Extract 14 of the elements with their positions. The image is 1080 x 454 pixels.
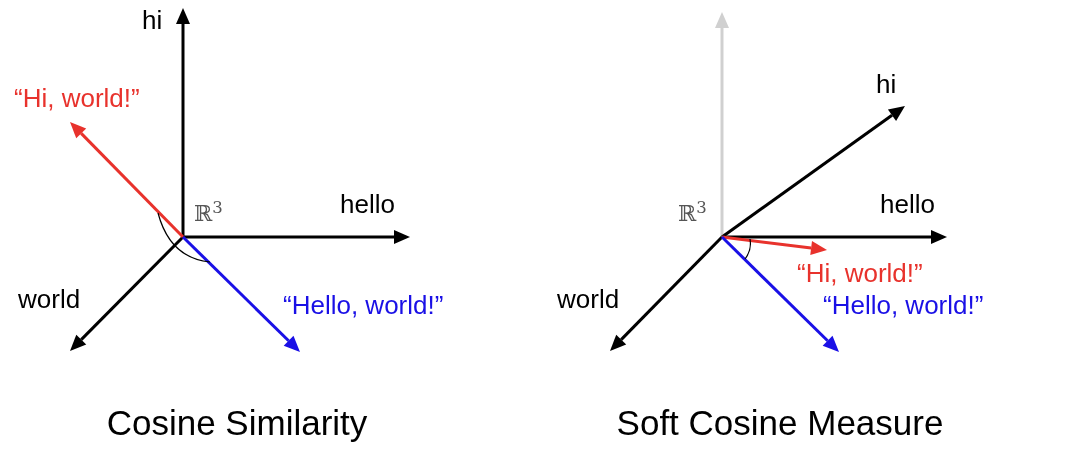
caption-text: Soft Cosine Measure <box>616 402 944 444</box>
vector-label: hello <box>880 188 935 221</box>
space-label: ℝ$^{3}$ <box>678 200 707 228</box>
vector-label: world <box>557 283 620 316</box>
vector-label: hi <box>876 68 897 101</box>
caption-text: Cosine Similarity <box>106 402 368 444</box>
space-label: ℝ$^{3}$ <box>194 200 223 228</box>
vector-label: “Hello, world!” <box>283 289 444 322</box>
vector-label: hi <box>142 4 163 37</box>
vector-label: “Hi, world!” <box>797 257 923 290</box>
vector-label: world <box>18 283 81 316</box>
vector-label: hello <box>340 188 395 221</box>
vector-label: “Hi, world!” <box>14 82 140 115</box>
vector-label: “Hello, world!” <box>823 289 984 322</box>
